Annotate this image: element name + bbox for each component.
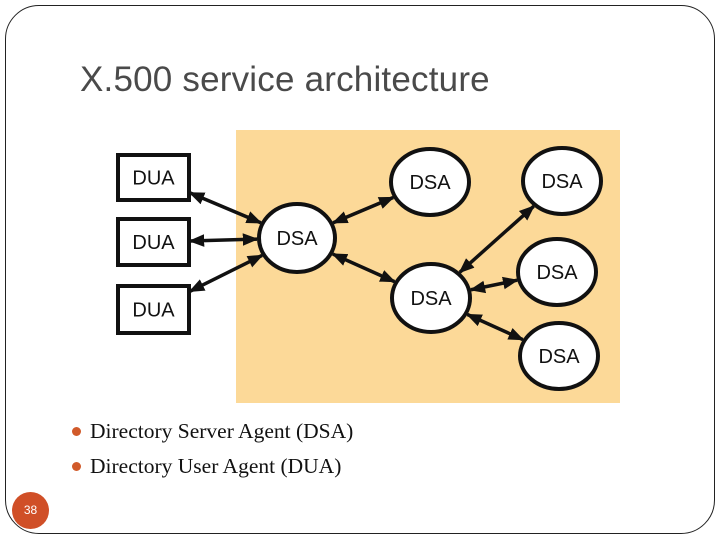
connection-arrow-dsa_mid-dsa_far_top: [458, 204, 535, 274]
connection-arrow-dua2-dsa_hub: [188, 233, 259, 247]
dsa-label: DSA: [276, 228, 318, 250]
dsa-circle: [518, 321, 600, 391]
slide-title: X.500 service architecture: [80, 60, 490, 99]
connection-arrow-dua1-dsa_hub: [188, 191, 263, 225]
dsa-circle: [521, 146, 603, 216]
dua-label: DUA: [132, 300, 175, 322]
dsa-node: DSA: [516, 237, 598, 307]
connections-layer: [188, 191, 535, 342]
bullet-dot-icon: [72, 427, 81, 436]
dua-box: [116, 217, 191, 267]
connection-arrow-dsa_mid-dsa_right: [469, 276, 519, 294]
bullet-item: Directory Server Agent (DSA): [72, 416, 353, 451]
dsa-circle: [516, 237, 598, 307]
dsa-circle: [390, 262, 472, 334]
connection-arrow-dsa_hub-dsa_mid: [331, 252, 396, 284]
dsa-label: DSA: [409, 172, 451, 194]
dsa-node: DSA: [518, 321, 600, 391]
bullet-text: Directory Server Agent (DSA): [90, 419, 354, 443]
dua-node: DUA: [116, 284, 191, 335]
dsa-circle: [257, 202, 337, 274]
connection-arrow-dsa_hub-dsa_top: [331, 195, 395, 225]
bullet-text: Directory User Agent (DUA): [90, 454, 342, 478]
bullet-dot-icon: [72, 462, 81, 471]
dsa-label: DSA: [538, 346, 580, 368]
dsa-label: DSA: [536, 262, 578, 284]
dsa-circle: [389, 147, 471, 217]
connection-arrow-dua3-dsa_hub: [188, 253, 264, 293]
dsa-label: DSA: [541, 171, 583, 193]
dua-box: [116, 153, 191, 202]
dsa-node: DSA: [257, 202, 337, 274]
dsa-node: DSA: [521, 146, 603, 216]
dsa-node: DSA: [389, 147, 471, 217]
dsa-node: DSA: [390, 262, 472, 334]
dua-box: [116, 284, 191, 335]
connection-arrow-dsa_mid-dsa_bottom: [465, 312, 525, 342]
bullet-item: Directory User Agent (DUA): [72, 451, 353, 486]
dsa-label: DSA: [410, 288, 452, 310]
page-number-badge: 38: [12, 492, 49, 529]
bullet-list: Directory Server Agent (DSA) Directory U…: [72, 416, 353, 486]
dua-node: DUA: [116, 217, 191, 267]
nodes-layer: DUA DUA DUA DSA DSA DSA DSA DSA DSA: [116, 146, 603, 391]
dua-label: DUA: [132, 232, 175, 254]
slide-frame: [5, 5, 715, 534]
dua-label: DUA: [132, 168, 175, 190]
dua-node: DUA: [116, 153, 191, 202]
